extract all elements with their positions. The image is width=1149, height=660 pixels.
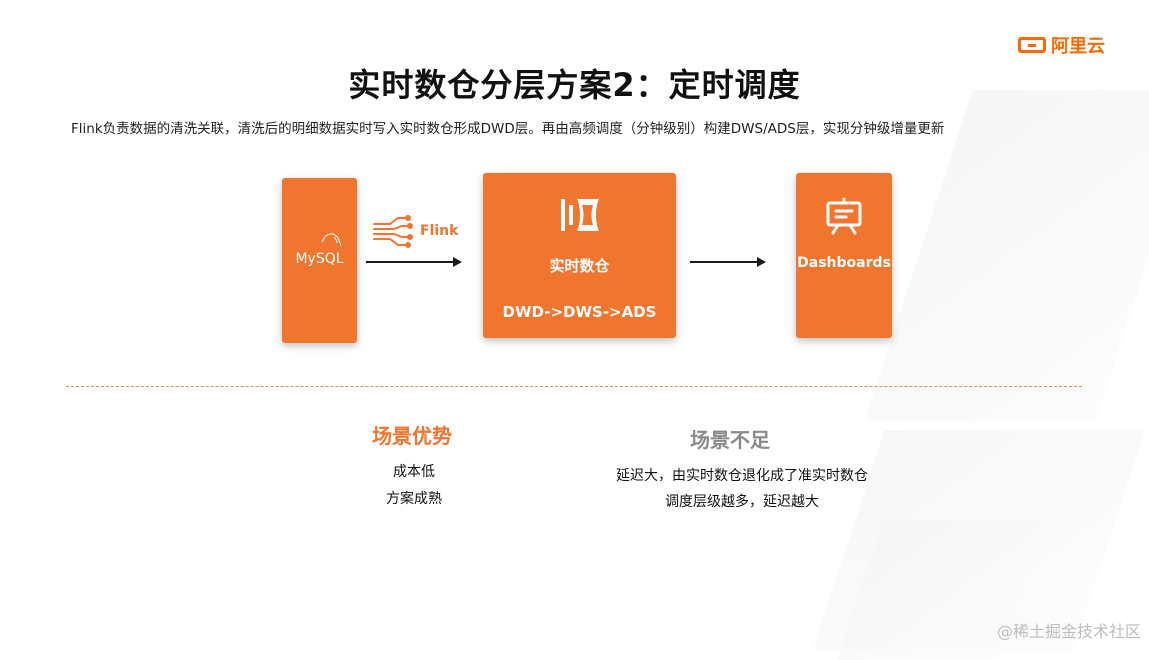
presentation-board-icon <box>826 197 862 235</box>
dashboards-box: Dashboards <box>796 173 892 338</box>
warehouse-name: 实时数仓 <box>549 257 610 275</box>
warehouse-layers: DWD->DWS->ADS <box>502 303 657 321</box>
advantages-heading: 场景优势 <box>372 424 452 448</box>
flink-stream-icon <box>373 215 413 248</box>
flow-arrow <box>366 257 462 267</box>
aliyun-logo-icon <box>1018 37 1046 53</box>
mysql-label: MySQL <box>295 251 344 267</box>
disadvantages-heading: 场景不足 <box>690 428 770 452</box>
logo-text: 阿里云 <box>1051 36 1105 57</box>
warehouse-icon <box>561 199 599 231</box>
flow-arrow <box>690 257 766 267</box>
watermark: @稀土掘金技术社区 <box>996 622 1141 641</box>
dolphin-icon <box>321 233 342 247</box>
advantage-item: 成本低 <box>393 464 435 480</box>
disadvantage-item: 调度层级越多，延迟越大 <box>665 494 819 510</box>
section-divider <box>66 386 1082 387</box>
mysql-source-box: MySQL <box>282 178 357 343</box>
realtime-warehouse-box: 实时数仓 DWD->DWS->ADS <box>483 173 676 338</box>
advantage-item: 方案成熟 <box>386 491 442 507</box>
page-subtitle: Flink负责数据的清洗关联，清洗后的明细数据实时写入实时数仓形成DWD层。再由… <box>71 121 945 137</box>
flink-label: Flink <box>420 223 459 239</box>
background-shape <box>865 90 1149 420</box>
dashboards-label: Dashboards <box>797 255 891 271</box>
page-title: 实时数仓分层方案2：定时调度 <box>348 66 801 104</box>
disadvantage-item: 延迟大，由实时数仓退化成了准实时数仓 <box>616 468 868 484</box>
aliyun-logo: 阿里云 <box>1018 32 1105 58</box>
flink-connector: Flink <box>372 214 458 248</box>
